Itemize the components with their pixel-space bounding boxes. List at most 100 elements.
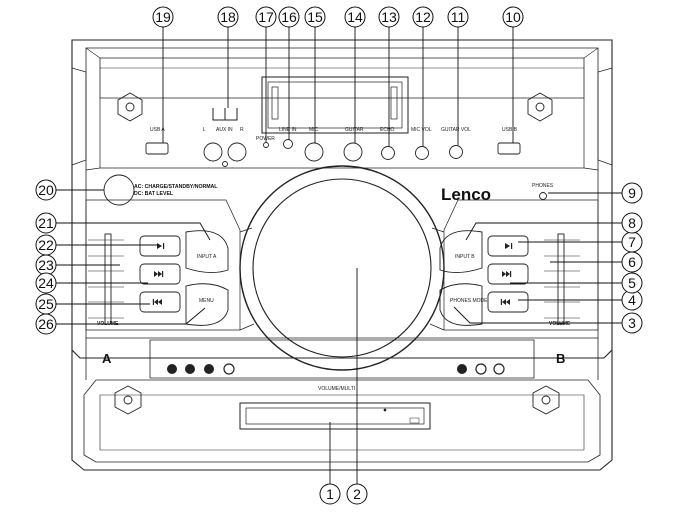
callout-20: 20: [35, 179, 57, 201]
mic-jack: [304, 142, 324, 162]
callout-3: 3: [621, 312, 643, 334]
light-icon: [493, 363, 505, 375]
device-body: [71, 39, 613, 471]
aux-in-left-jack: [203, 142, 223, 162]
mic-label: MIC: [309, 127, 319, 133]
callout-number: 23: [38, 257, 54, 273]
callout-number: 10: [505, 9, 521, 25]
callout-circle: [378, 6, 400, 28]
callout-2: 2: [346, 483, 368, 505]
usb-a-label: USB A: [150, 127, 165, 133]
menu-label: MENU: [199, 298, 214, 304]
callout-number: 13: [381, 9, 397, 25]
play-pause-button-a: [139, 235, 181, 257]
callout-number: 4: [628, 292, 636, 308]
phones-mode-label: PHONES MODE: [450, 298, 488, 304]
menu-button: [185, 283, 229, 326]
aux-icon: [204, 364, 214, 374]
callout-circle: [502, 6, 524, 28]
aux-right-label: R: [240, 127, 244, 133]
power-led: [263, 142, 269, 148]
callout-circle: [344, 6, 366, 28]
callout-number: 26: [38, 316, 54, 332]
callout-number: 2: [353, 486, 361, 502]
callout-number: 20: [38, 182, 54, 198]
callout-21: 21: [35, 212, 57, 234]
next-icon-part2: [158, 271, 162, 277]
callout-number: 8: [628, 215, 636, 231]
callout-number: 21: [38, 215, 54, 231]
callout-10: 10: [502, 6, 524, 28]
callout-circle: [255, 6, 277, 28]
callout-16: 16: [278, 6, 300, 28]
next-button-b: [487, 263, 529, 285]
next-button-a: [139, 263, 181, 285]
callout-number: 14: [347, 9, 363, 25]
callout-number: 1: [326, 486, 334, 502]
input-b-button: [439, 230, 483, 273]
phones-jack: [539, 192, 547, 200]
callout-circle: [346, 483, 368, 505]
play-pause-icon: [157, 243, 162, 249]
mode-icons-right: [457, 363, 505, 375]
callout-number: 11: [451, 9, 466, 25]
callout-circle: [278, 6, 300, 28]
guitar-vol-label: GUITAR VOL: [441, 127, 471, 133]
previous-button-b: [487, 291, 529, 313]
aux-bracket: [212, 108, 238, 121]
volume-multi-label: VOLUME/MULTI: [318, 386, 355, 392]
phones-mode-button: [439, 283, 483, 326]
callout-circle: [621, 312, 643, 334]
callout-22: 22: [35, 234, 57, 256]
callout-14: 14: [344, 6, 366, 28]
callout-6: 6: [621, 251, 643, 273]
play-pause-bar: [163, 243, 165, 249]
callout-12: 12: [412, 6, 434, 28]
callout-8: 8: [621, 212, 643, 234]
callout-number: 18: [220, 9, 236, 25]
phones-label: PHONES: [532, 183, 554, 189]
usb-a-port: [145, 142, 169, 155]
brand-logo: Lenco: [441, 185, 491, 204]
callout-23: 23: [35, 254, 57, 276]
usb-b-port: [497, 142, 521, 155]
aux-in-label: AUX IN: [216, 127, 233, 133]
usb-icon: [223, 363, 235, 375]
fm-icon: [185, 364, 195, 374]
callout-11: 11: [447, 6, 469, 28]
previous-icon-part1: [158, 299, 162, 305]
callout-circle: [412, 6, 434, 28]
deck-a-letter: A: [102, 351, 112, 366]
callout-circle: [35, 212, 57, 234]
input-b-label: INPUT B: [455, 254, 475, 260]
callout-24: 24: [35, 272, 57, 294]
mic-vol-label: MIC VOL: [411, 127, 432, 133]
line-in-label: LINE IN: [279, 127, 297, 133]
callout-number: 17: [258, 9, 274, 25]
deck-a-button-glyphs: [152, 243, 165, 305]
guitar-label: GUITAR: [345, 127, 364, 133]
play-pause-button-b: [487, 235, 529, 257]
mode-icons-left: [167, 363, 235, 375]
callout-circle: [35, 179, 57, 201]
callout-circle: [621, 272, 643, 294]
callout-26: 26: [35, 313, 57, 335]
input-a-button: [185, 230, 229, 273]
callout-number: 25: [38, 296, 54, 312]
callout-15: 15: [304, 6, 326, 28]
callout-circle: [447, 6, 469, 28]
volume-fader-left: [104, 233, 112, 325]
guitar-jack: [343, 142, 363, 162]
charge-label-line1: AC: CHARGE/STANDBY/NORMAL: [134, 184, 218, 190]
callout-number: 24: [38, 275, 54, 291]
deck-b-controls: [439, 230, 580, 326]
volume-fader-right: [557, 233, 565, 325]
callout-25: 25: [35, 293, 57, 315]
callout-circle: [152, 6, 174, 28]
charge-indicator: [103, 174, 135, 206]
callout-number: 15: [307, 9, 323, 25]
next-icon-part1: [154, 271, 158, 277]
